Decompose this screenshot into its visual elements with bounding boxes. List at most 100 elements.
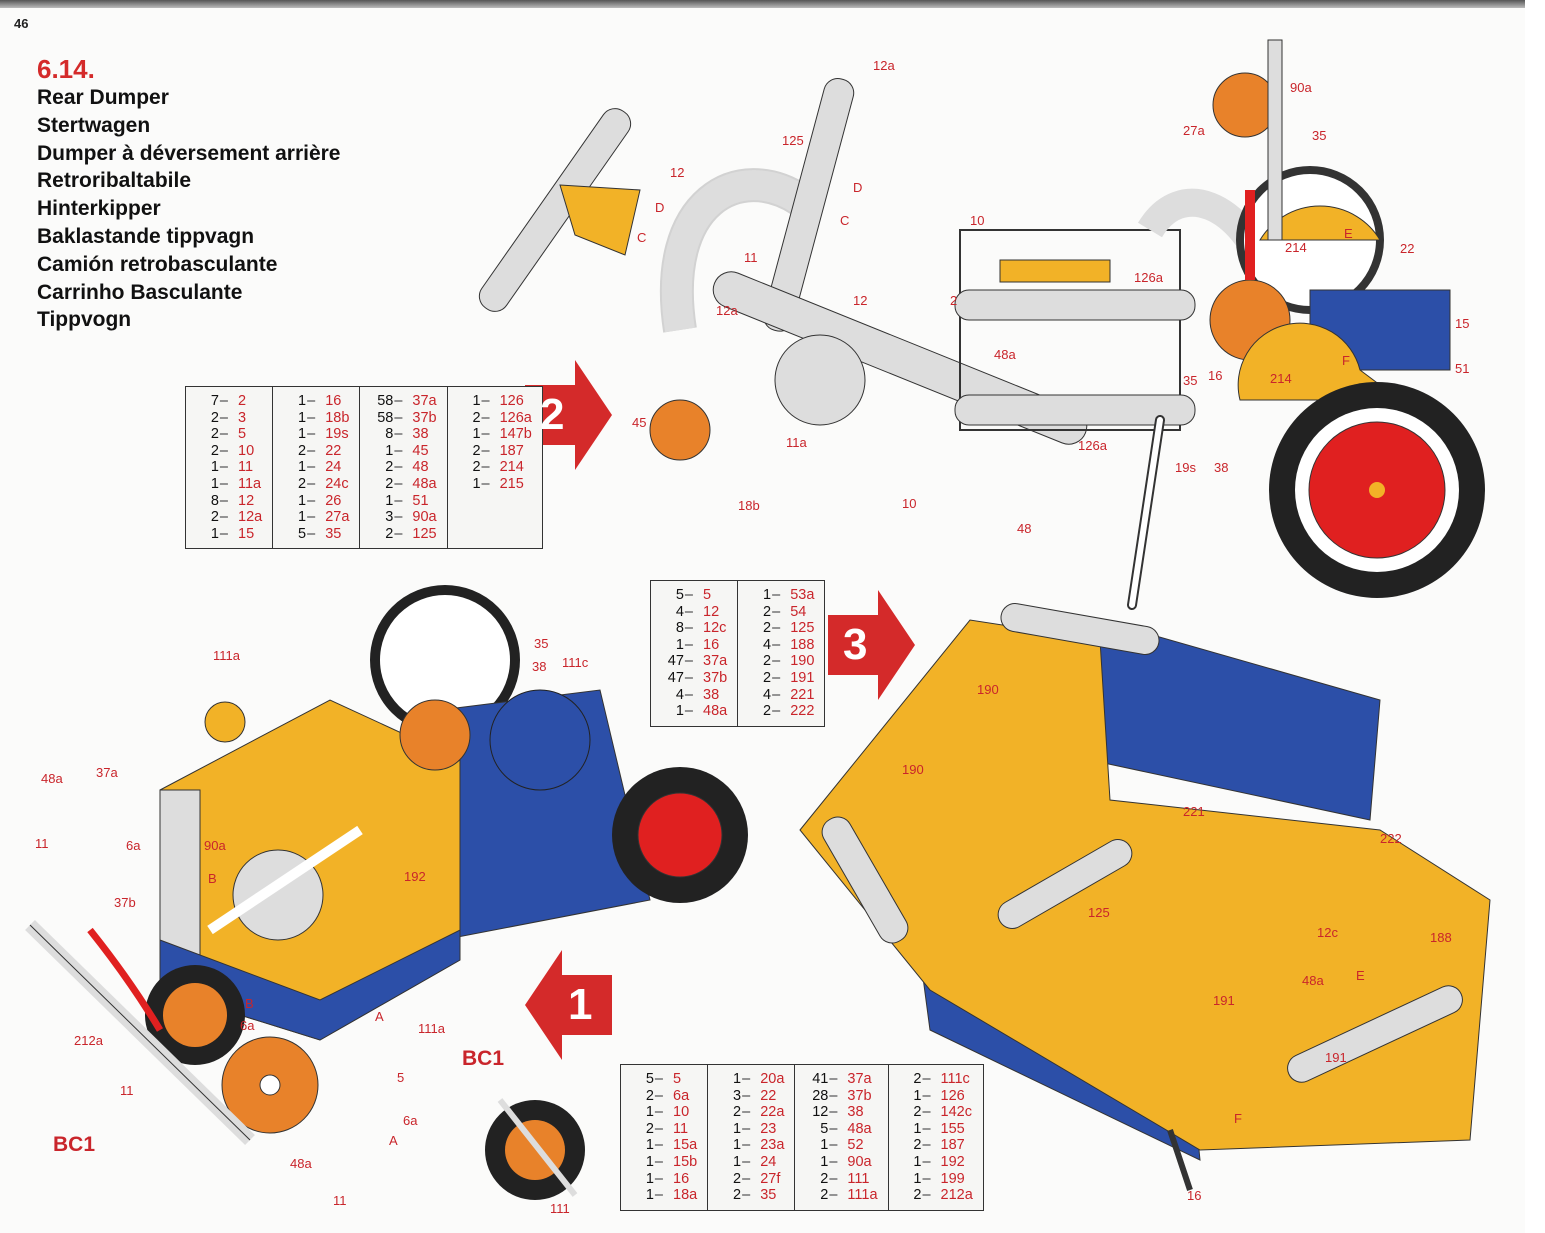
part-quantity: 47 (661, 670, 693, 687)
parts-row: 55 (631, 1071, 697, 1088)
part-callout: BC1 (53, 1133, 96, 1156)
part-quantity: 3 (370, 509, 402, 526)
part-callout: A (389, 1133, 398, 1148)
parts-row: 2191 (748, 670, 814, 687)
parts-row: 2 10 (196, 443, 262, 460)
part-number: 11 (673, 1120, 689, 1137)
part-number: 26 (325, 492, 342, 509)
part-number: 142c (940, 1104, 972, 1121)
part-callout: 35 (534, 636, 549, 651)
part-number: 187 (940, 1137, 965, 1154)
part-number: 10 (238, 442, 255, 459)
part-quantity: 1 (631, 1171, 663, 1188)
part-quantity: 2 (458, 443, 490, 460)
part-quantity: 1 (283, 493, 315, 510)
part-number: 16 (703, 636, 720, 653)
parts-row: 2111 (805, 1171, 877, 1188)
part-callout: 18b (738, 498, 760, 513)
part-quantity: 1 (631, 1104, 663, 1121)
part-callout: 10 (902, 496, 917, 511)
parts-column: 2111c11262142c11552187119211992212a (887, 1064, 984, 1211)
part-number: 35 (760, 1187, 777, 1204)
parts-row: 248a (370, 476, 436, 493)
part-callout: 6a (126, 838, 141, 853)
parts-row: 111a (196, 476, 262, 493)
part-quantity: 1 (899, 1088, 931, 1105)
part-callout: 37b (114, 895, 136, 910)
parts-row: 55 (661, 587, 727, 604)
parts-row: 118b (283, 410, 349, 427)
part-number: 147b (499, 426, 532, 443)
model-number: 6.14. (37, 54, 95, 84)
part-number: 10 (673, 1104, 690, 1121)
part-quantity: 41 (805, 1071, 837, 1088)
part-number: 15 (238, 525, 255, 542)
part-callout: 12a (716, 303, 738, 318)
part-quantity: 2 (748, 620, 780, 637)
part-number: 19s (325, 426, 349, 443)
part-callout: 222 (1380, 831, 1402, 846)
part-quantity: 2 (899, 1187, 931, 1204)
part-quantity: 2 (899, 1137, 931, 1154)
parts-table-step1: 5526a110211115a115b116118a120a322222a123… (619, 1064, 984, 1211)
part-quantity: 2 (283, 476, 315, 493)
model-title-2: Dumper à déversement arrière (37, 141, 341, 165)
parts-row: 438 (661, 687, 727, 704)
part-quantity: 2 (370, 526, 402, 543)
part-quantity: 1 (458, 393, 490, 410)
parts-column: 120a322222a123123a124227f235 (707, 1064, 796, 1211)
part-quantity: 2 (458, 459, 490, 476)
parts-row: 115 (196, 526, 262, 543)
part-callout: 188 (1430, 930, 1452, 945)
part-callout: 111c (562, 655, 589, 670)
part-number: 37a (847, 1071, 872, 1087)
parts-row: 123 (718, 1121, 784, 1138)
part-callout: 11 (744, 250, 758, 265)
parts-column: 153a254212541882190219142212222 (737, 580, 826, 727)
part-callout: 111a (418, 1021, 445, 1036)
parts-row: 1126 (458, 393, 532, 410)
model-title-7: Carrinho Basculante (37, 280, 243, 304)
part-callout: 192 (404, 869, 426, 884)
part-number: 111a (847, 1187, 878, 1204)
model-title-4: Hinterkipper (37, 197, 161, 221)
part-callout: 5 (397, 1070, 405, 1085)
part-quantity: 8 (370, 426, 402, 443)
part-callout: 35 (1312, 128, 1327, 143)
step-1-number: 1 (568, 980, 593, 1029)
parts-row: 119s (283, 426, 349, 443)
part-quantity: 5 (661, 587, 693, 604)
part-number: 111 (847, 1170, 870, 1187)
scan-edge (0, 0, 1525, 8)
part-quantity: 1 (370, 493, 402, 510)
parts-row: 2214 (458, 459, 532, 476)
parts-row: 322 (718, 1088, 784, 1105)
part-callout: 16 (1208, 368, 1223, 383)
part-number: 27f (760, 1170, 781, 1187)
part-number: 37b (847, 1087, 872, 1104)
part-number: 37a (703, 653, 728, 670)
part-quantity: 4 (661, 604, 693, 621)
part-quantity: 58 (370, 393, 402, 410)
parts-row: 412 (661, 604, 727, 621)
part-number: 52 (847, 1137, 864, 1154)
page-margin (1525, 0, 1545, 1233)
part-quantity: 1 (718, 1137, 750, 1154)
part-quantity: 1 (718, 1071, 750, 1088)
part-callout: 191 (1213, 993, 1235, 1008)
part-quantity: 1 (283, 509, 315, 526)
parts-column: 11262126a1147b218722141215 (446, 385, 543, 550)
part-number: 125 (790, 620, 815, 637)
part-number: 23a (760, 1137, 785, 1154)
part-quantity: 1 (805, 1154, 837, 1171)
part-quantity: 28 (805, 1088, 837, 1105)
part-quantity: 2 (748, 703, 780, 720)
parts-row: 116 (283, 393, 349, 410)
part-callout: 126a (1134, 270, 1163, 285)
parts-row: 4737a (661, 653, 727, 670)
part-callout: 19s (1175, 460, 1196, 475)
part-quantity: 2 (196, 443, 228, 460)
